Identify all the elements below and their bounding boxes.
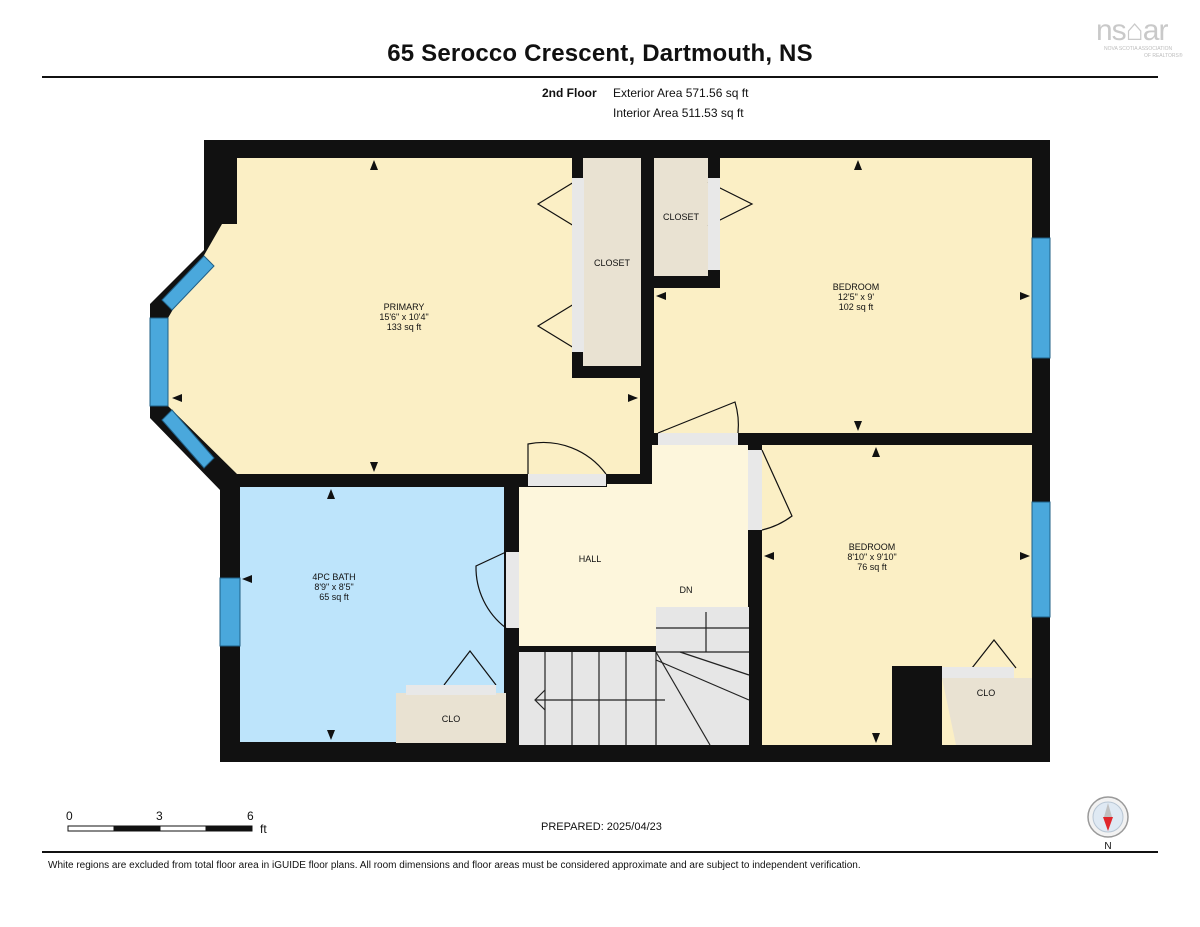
bath-name: 4PC BATH (312, 572, 355, 582)
header-divider (42, 76, 1158, 78)
logo-text: ns⌂ar (1096, 14, 1168, 47)
closet-primary-name: CLOSET (594, 258, 631, 268)
clo-bedroom-name: CLO (977, 688, 996, 698)
logo-subtitle-2: OF REALTORS® (1144, 52, 1183, 59)
bedroom2-wall-block (892, 666, 942, 746)
clo-bath-floor (396, 693, 506, 743)
bedroom2-name: BEDROOM (849, 542, 896, 552)
closet-bedroom-floor (654, 158, 708, 276)
bedroom2-area: 76 sq ft (857, 562, 887, 572)
scale-tick-6: 6 (247, 809, 254, 823)
dimension-arrows (172, 160, 1030, 743)
doors (406, 178, 1017, 695)
logo-subtitle-1: NOVA SCOTIA ASSOCIATION (1104, 46, 1173, 52)
closet-bedroom-name: CLOSET (663, 212, 700, 222)
bath-dims: 8'9" x 8'5" (314, 582, 353, 592)
scale-tick-3: 3 (156, 809, 163, 823)
primary-floor (168, 158, 640, 474)
bedroom2-dims: 8'10" x 9'10" (847, 552, 896, 562)
compass-icon: N (1087, 796, 1129, 851)
scale-bar (67, 825, 253, 832)
nsar-logo: ns⌂ar NOVA SCOTIA ASSOCIATION OF REALTOR… (1096, 14, 1183, 59)
windows (149, 237, 1051, 647)
prepared-date: PREPARED: 2025/04/23 (541, 821, 662, 833)
scale-unit: ft (260, 822, 267, 836)
hall-floor (519, 445, 748, 646)
stair-treads (534, 612, 750, 746)
clo-bedroom-floor (942, 678, 1032, 745)
primary-area: 133 sq ft (387, 322, 422, 332)
primary-dims: 15'6" x 10'4" (379, 312, 428, 322)
disclaimer: White regions are excluded from total fl… (48, 860, 861, 871)
plan-title: 65 Serocco Crescent, Dartmouth, NS (387, 40, 813, 67)
stairs-floor-upper (656, 607, 749, 657)
stairs-floor (519, 652, 749, 745)
exterior-area: Exterior Area 571.56 sq ft (613, 86, 749, 100)
bedroom1-area: 102 sq ft (839, 302, 874, 312)
bedroom1-name: BEDROOM (833, 282, 880, 292)
bedroom1-dims: 12'5" x 9' (838, 292, 874, 302)
primary-name: PRIMARY (384, 302, 425, 312)
compass-label: N (1104, 841, 1111, 851)
stairs-label: DN (680, 585, 693, 595)
hall-name: HALL (579, 554, 602, 564)
closet-primary-floor (583, 158, 641, 366)
bedroom1-floor (654, 158, 1032, 433)
clo-bath-name: CLO (442, 714, 461, 724)
footer-divider (42, 851, 1158, 853)
bath-area: 65 sq ft (319, 592, 349, 602)
floor-name: 2nd Floor (542, 86, 597, 100)
scale-tick-0: 0 (66, 809, 73, 823)
interior-area: Interior Area 511.53 sq ft (613, 106, 744, 120)
